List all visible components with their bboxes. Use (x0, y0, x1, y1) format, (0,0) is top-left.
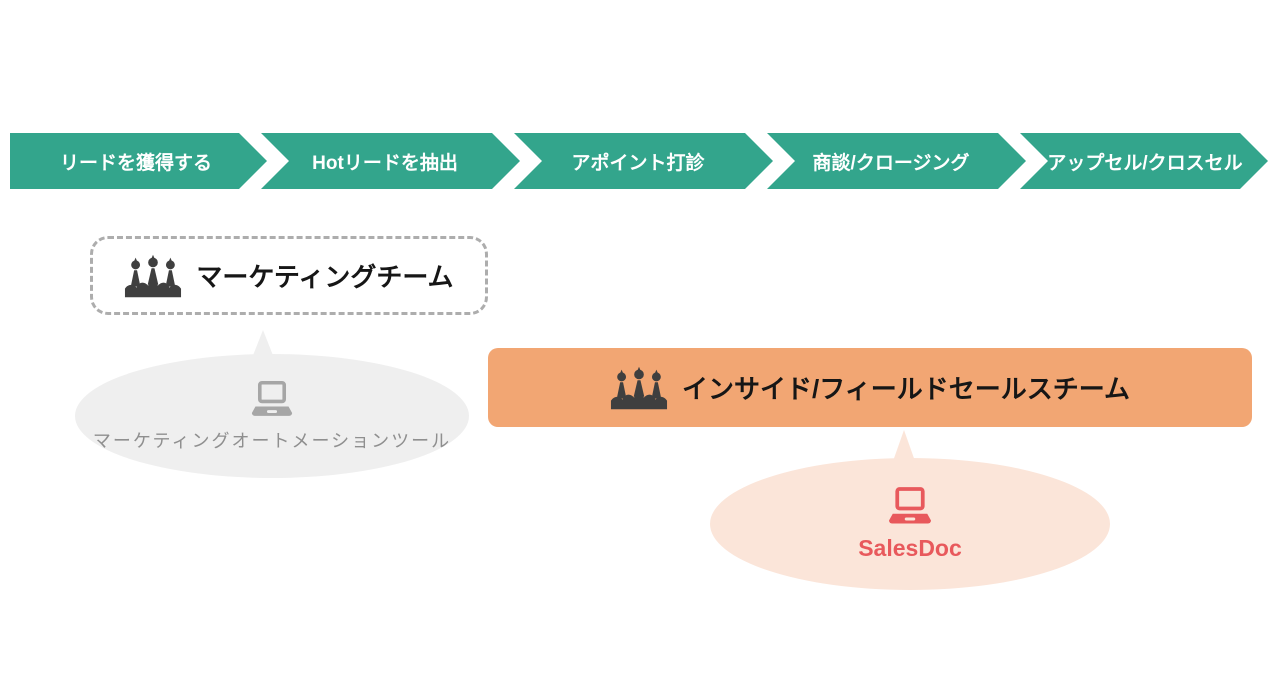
process-step-extract-hot-leads: Hotリードを抽出 (312, 152, 458, 174)
process-step-negotiation-closing: 商談/クロージング (812, 152, 970, 174)
process-step-acquire-leads: リードを獲得する (59, 152, 212, 174)
people-icon (610, 366, 668, 410)
marketing-tool-bubble: マーケティングオートメーションツール (75, 354, 469, 478)
sales-team-box: インサイド/フィールドセールスチーム (488, 348, 1252, 427)
process-step-upsell-crosssell: アップセル/クロスセル (1047, 152, 1243, 174)
people-icon (124, 254, 182, 298)
salesdoc-bubble: SalesDoc (710, 458, 1110, 590)
process-arrow-band (10, 133, 1268, 189)
sales-team-label: インサイド/フィールドセールスチーム (682, 374, 1130, 404)
laptop-icon (886, 486, 934, 528)
salesdoc-label: SalesDoc (858, 535, 962, 561)
marketing-team-label: マーケティングチーム (196, 262, 454, 292)
marketing-team-box: マーケティングチーム (90, 236, 488, 315)
marketing-tool-label: マーケティングオートメーションツール (92, 430, 452, 451)
process-step-appointment: アポイント打診 (571, 152, 705, 174)
laptop-icon (249, 380, 295, 420)
process-flow-bar: リードを獲得する Hotリードを抽出 アポイント打診 商談/クロージング アップ… (10, 133, 1268, 189)
